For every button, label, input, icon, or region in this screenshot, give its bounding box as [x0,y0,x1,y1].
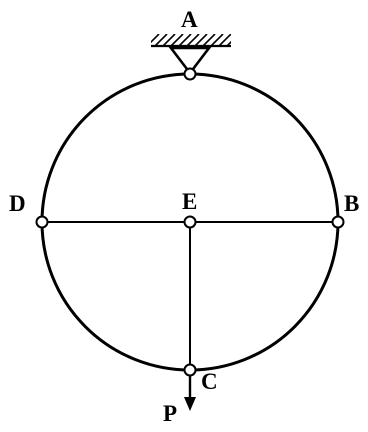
label-D: D [9,191,26,216]
ground-support [151,34,231,76]
ground-hatching [151,34,231,46]
label-P: P [163,401,177,426]
hinge-B [331,215,345,229]
pin-support-triangle [168,46,212,76]
label-C: C [201,369,218,394]
hinge-D [35,215,49,229]
hinge-A [183,67,197,81]
hinge-C [183,363,197,377]
load-arrow [184,376,196,411]
label-E: E [182,189,197,214]
hinge-E [183,215,197,229]
label-A: A [181,7,198,32]
arrow-head-icon [184,397,196,411]
label-B: B [344,191,359,216]
